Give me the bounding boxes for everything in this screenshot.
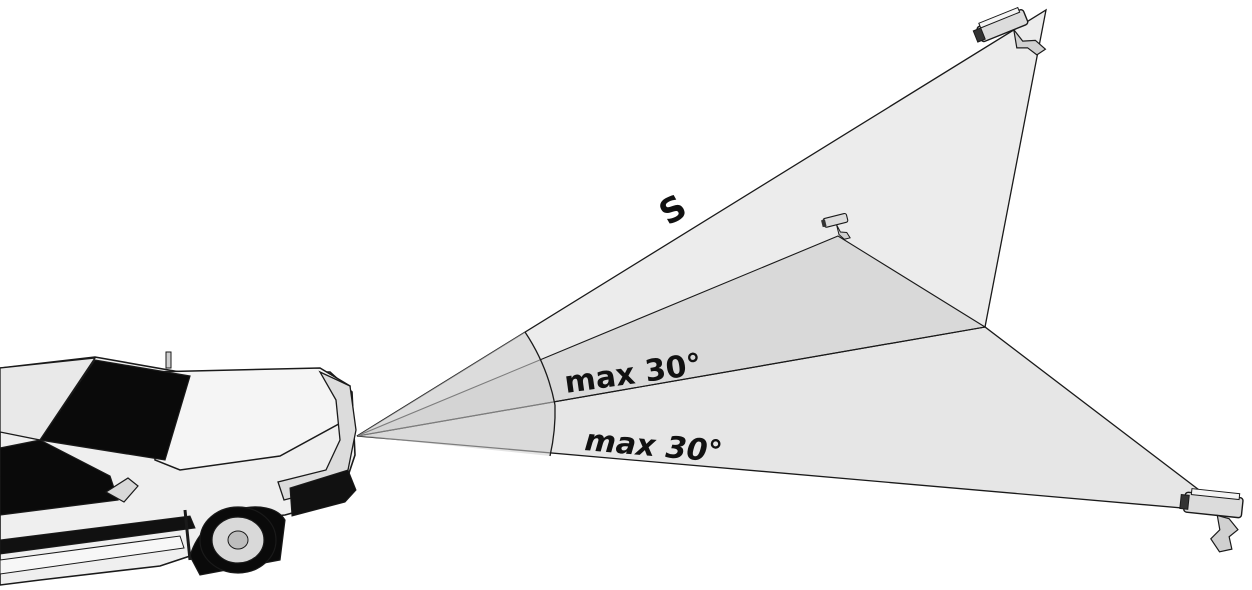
upper-angle-arc (524, 331, 556, 406)
lower-angle-arc (549, 404, 556, 457)
camera-icon-bottom (1179, 488, 1244, 553)
distance-label: S (653, 187, 694, 234)
camera-icon-top (972, 6, 1047, 56)
car-illustration (0, 351, 357, 586)
upper-angle-sector (357, 332, 555, 436)
camera-icon-middle (821, 212, 851, 240)
lower-angle-sector (357, 405, 556, 456)
